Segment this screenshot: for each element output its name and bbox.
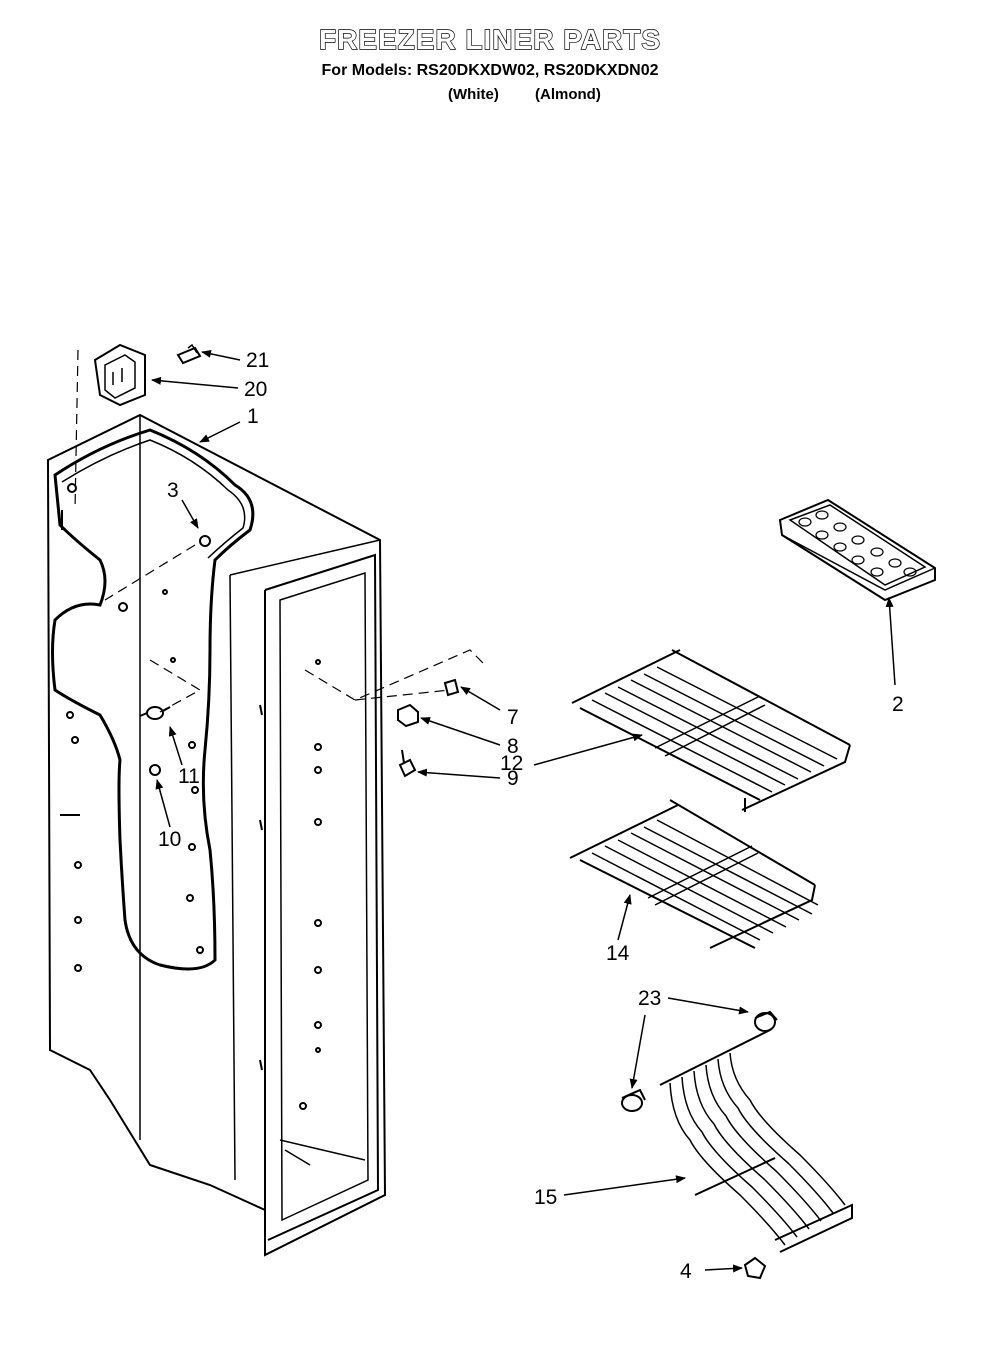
- bottom-rack-part-15: [621, 1010, 853, 1280]
- callout-20: 20: [244, 378, 267, 401]
- assembly-lines: [74, 349, 486, 713]
- freezer-liner: [46, 413, 387, 1257]
- callout-21: 21: [246, 349, 269, 372]
- callout-23: 23: [638, 987, 661, 1010]
- small-fasteners: [139, 706, 171, 776]
- callout-8: 8: [507, 735, 519, 758]
- callout-4: 4: [680, 1260, 692, 1283]
- color-variants: (White) (Almond): [448, 86, 601, 103]
- callout-14: 14: [606, 942, 630, 965]
- callout-7: 7: [507, 706, 519, 729]
- callout-12-visible: 12: [500, 752, 523, 775]
- screw-part-21: [176, 343, 202, 365]
- callout-3: 3: [167, 479, 179, 502]
- color-almond: (Almond): [535, 86, 601, 103]
- shelf-supports: [397, 678, 460, 778]
- leader-arrows: [151, 349, 896, 1273]
- ice-tray-part-2: [778, 498, 936, 602]
- callout-2: 2: [892, 693, 904, 716]
- wire-shelf-part-12: [571, 649, 851, 812]
- callout-10: 10: [158, 828, 181, 851]
- callout-9: 9: [507, 767, 519, 790]
- models-line: For Models: RS20DKXDW02, RS20DKXDN02: [321, 62, 659, 79]
- bracket-part-20: [93, 343, 146, 407]
- diagram-title: FREEZER LINER PARTS: [318, 23, 662, 55]
- color-white: (White): [448, 86, 499, 103]
- callout-15: 15: [534, 1186, 557, 1209]
- callout-11: 11: [178, 765, 200, 788]
- wire-shelf-part-14: [569, 799, 819, 949]
- callout-1: 1: [247, 405, 259, 428]
